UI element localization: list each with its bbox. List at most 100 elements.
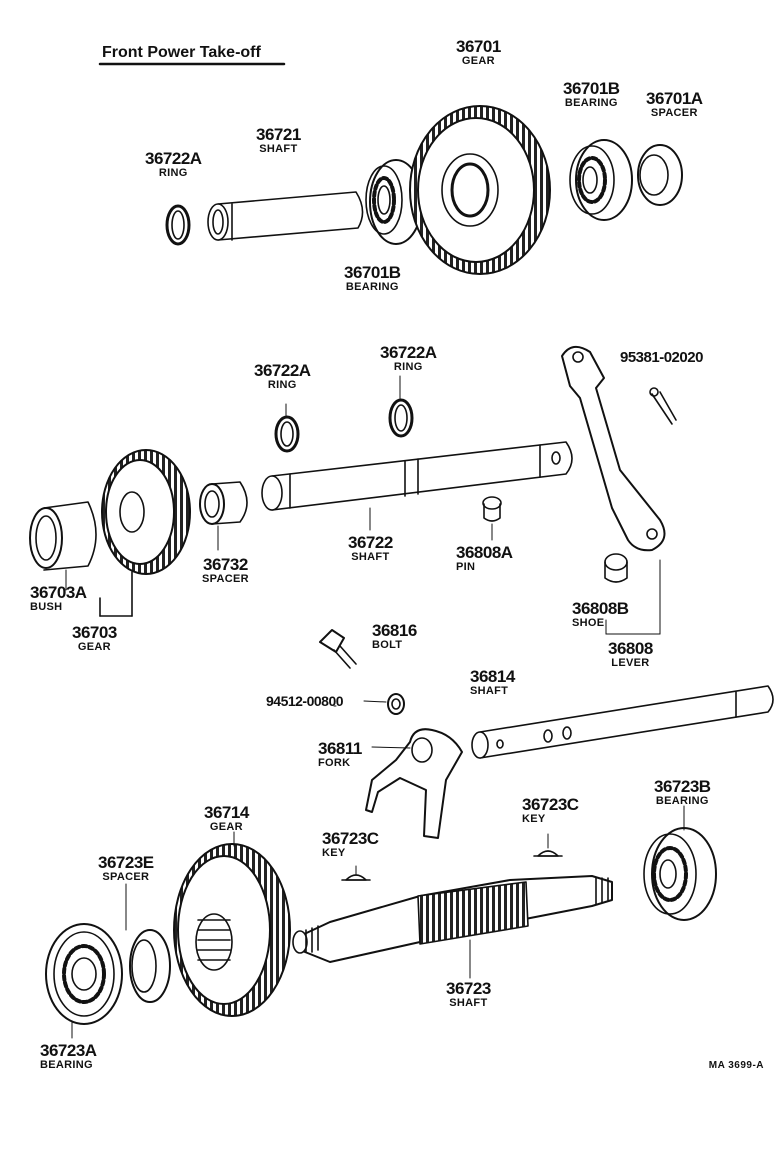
key-36723C-right: [533, 833, 563, 857]
ring-36722A-left: [274, 415, 300, 453]
part-number: 36723B: [654, 777, 711, 796]
bearing-36701B-upper: [569, 139, 633, 221]
part-number: 36723: [446, 979, 491, 998]
key-36723C-left: [341, 865, 371, 881]
part-name: GEAR: [461, 55, 495, 67]
part-name: BEARING: [345, 281, 399, 293]
callout-36723A-bearing: 36723A BEARING: [40, 1042, 97, 1071]
callout-36808-lever: 36808 LEVER: [608, 640, 653, 669]
part-name: BUSH: [30, 601, 63, 613]
shaft-36722: [261, 441, 573, 511]
callout-36701A-spacer: 36701A SPACER: [646, 90, 703, 119]
part-number: 36703A: [30, 583, 87, 602]
part-name: RING: [267, 379, 297, 391]
part-name: SPACER: [650, 107, 698, 119]
callout-36714-gear: 36714 GEAR: [204, 804, 249, 833]
callout-36732-spacer: 36732 SPACER: [202, 556, 249, 585]
shaft-36814: [471, 685, 774, 759]
callout-36721-shaft: 36721 SHAFT: [256, 126, 301, 155]
callout-36723E-spacer: 36723E SPACER: [98, 854, 154, 883]
diagram-title: Front Power Take-off: [102, 44, 261, 61]
part-number: 36722A: [254, 361, 311, 380]
part-name: LEVER: [611, 657, 650, 669]
part-number: 36723E: [98, 853, 154, 872]
callout-36722A-ring-right: 36722A RING: [380, 344, 437, 373]
ring-36722A-right: [388, 398, 414, 438]
part-name: GEAR: [209, 821, 243, 833]
part-number: 36723A: [40, 1041, 97, 1060]
lever-36808: [561, 345, 666, 552]
part-name: BEARING: [40, 1059, 93, 1071]
part-name: PIN: [456, 561, 476, 573]
part-name: RING: [393, 361, 423, 373]
fork-36811: [365, 728, 463, 839]
part-name: GEAR: [77, 641, 111, 653]
part-number: 36722A: [145, 149, 202, 168]
part-name: SHAFT: [351, 551, 390, 563]
part-number: 36701B: [344, 263, 401, 282]
part-number: 36723C: [322, 829, 379, 848]
cotter-pin-95381: [649, 387, 677, 425]
part-number: 36701B: [563, 79, 620, 98]
callout-36701B-bearing-lower: 36701B BEARING: [344, 264, 401, 293]
bearing-36723A: [45, 923, 123, 1039]
spacer-36732: [199, 481, 248, 525]
callout-36722-shaft: 36722 SHAFT: [348, 534, 393, 563]
callout-36722A-ring-left: 36722A RING: [254, 362, 311, 391]
callout-36703A-bush: 36703A BUSH: [30, 584, 87, 613]
callout-36723C-key-left: 36723C KEY: [322, 830, 379, 859]
callout-36816-bolt: 36816 BOLT: [372, 622, 417, 651]
bush-36703A: [29, 501, 97, 571]
part-number: 36703: [72, 623, 117, 642]
ring-36722A-top: [165, 204, 191, 246]
callout-36808B-shoe: 36808B SHOE: [572, 600, 629, 629]
callout-36723B-bearing: 36723B BEARING: [654, 778, 711, 807]
callout-36701-gear: 36701 GEAR: [456, 38, 501, 67]
part-number: 36701: [456, 37, 501, 56]
part-name: SHAFT: [259, 143, 298, 155]
part-number: 36732: [203, 555, 248, 574]
shaft-36723: [292, 875, 613, 979]
part-number: 36814: [470, 667, 515, 686]
part-name: BEARING: [564, 97, 618, 109]
nut-94512: [363, 693, 405, 715]
part-number: 36808A: [456, 543, 513, 562]
gear-36703: [101, 449, 191, 575]
part-name: SHAFT: [470, 685, 509, 697]
callout-36701B-bearing-upper: 36701B BEARING: [563, 80, 620, 109]
spacer-36723E: [125, 883, 171, 1003]
part-name: BEARING: [655, 795, 709, 807]
part-number: 94512-00800: [266, 693, 344, 709]
part-number: 36808B: [572, 599, 629, 618]
part-number: 36701A: [646, 89, 703, 108]
gear-36701: [409, 105, 551, 275]
part-number: 36721: [256, 125, 301, 144]
callout-36722A-ring-top: 36722A RING: [145, 150, 202, 179]
bolt-36816: [319, 629, 357, 669]
part-name: BOLT: [372, 639, 403, 651]
shoe-36808B: [604, 553, 628, 583]
part-number: 36816: [372, 621, 417, 640]
part-number: 36723C: [522, 795, 579, 814]
shaft-36721: [207, 191, 364, 241]
callout-36723C-key-right: 36723C KEY: [522, 796, 579, 825]
bearing-36701B-lower: [365, 159, 423, 245]
callout-36723-shaft: 36723 SHAFT: [446, 980, 491, 1009]
part-name: SHOE: [572, 617, 605, 629]
part-number: 36714: [204, 803, 249, 822]
part-name: RING: [158, 167, 188, 179]
gear-36714: [173, 831, 291, 1017]
part-name: SPACER: [102, 871, 150, 883]
part-number: 36722A: [380, 343, 437, 362]
part-number: 36811: [318, 739, 362, 758]
part-number: 36808: [608, 639, 653, 658]
part-number: 36722: [348, 533, 393, 552]
part-name: KEY: [322, 847, 346, 859]
callout-36703-gear: 36703 GEAR: [72, 624, 117, 653]
part-name: FORK: [318, 757, 351, 769]
callout-95381-02020: 95381-02020: [620, 350, 703, 365]
pin-36808A: [482, 496, 502, 522]
figure-code: MA 3699-A: [708, 1060, 764, 1071]
